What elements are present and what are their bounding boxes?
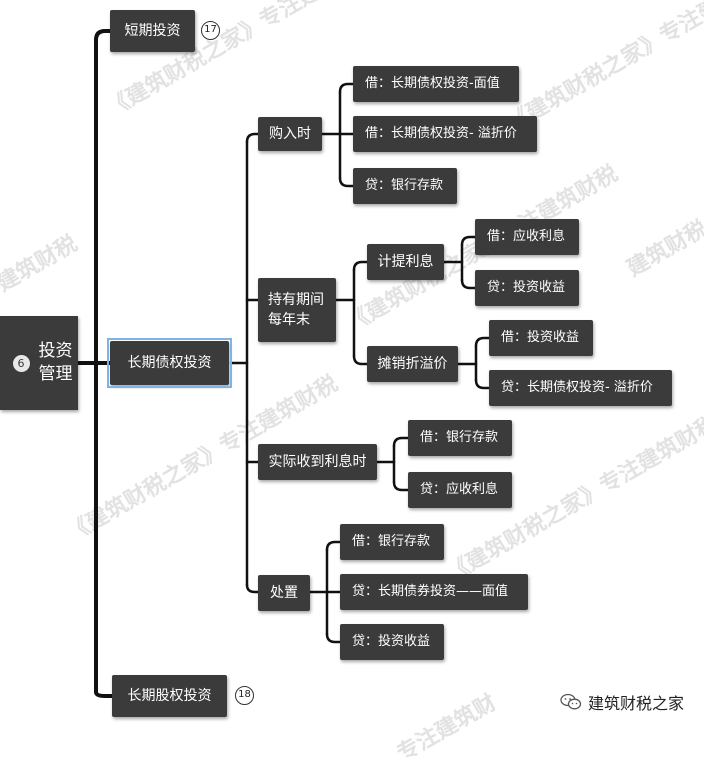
leaf-entry[interactable]: 贷：投资收益 [340,624,444,660]
node-interest-received[interactable]: 实际收到利息时 [258,444,377,480]
entry-label: 贷：投资收益 [352,634,431,649]
entry-label: 借：应收利息 [487,229,566,244]
node-label: 持有期间 每年末 [268,292,324,328]
node-disposal[interactable]: 处置 [258,575,310,611]
entry-label: 借：银行存款 [352,534,431,549]
connector-lines [76,29,491,698]
node-purchase[interactable]: 购入时 [258,117,322,151]
node-short-term-investment[interactable]: 短期投资 [110,10,195,52]
leaf-entry[interactable]: 借：银行存款 [340,524,444,560]
node-amortize-premium-discount[interactable]: 摊销折溢价 [367,346,458,382]
node-label: 实际收到利息时 [268,454,367,470]
leaf-entry[interactable]: 借：长期债权投资-面值 [353,66,519,102]
leaf-entry[interactable]: 贷：长期债权投资- 溢折价 [489,370,672,406]
brand-name: 建筑财税之家 [588,694,685,713]
node-long-term-debt-investment[interactable]: 长期债权投资 [110,341,229,385]
reference-badge[interactable]: 18 [235,686,254,705]
node-label: 长期债权投资 [127,355,212,371]
node-long-term-equity-investment[interactable]: 长期股权投资 [112,675,227,717]
reference-badge[interactable]: 17 [201,21,220,40]
leaf-entry[interactable]: 借：长期债权投资- 溢折价 [353,116,537,152]
node-accrue-interest[interactable]: 计提利息 [367,244,444,280]
entry-label: 贷：长期债券投资——面值 [352,584,509,599]
leaf-entry[interactable]: 借：应收利息 [475,219,579,255]
root-label: 投资 管理 [38,341,73,384]
node-holding-period-year-end[interactable]: 持有期间 每年末 [258,278,336,342]
leaf-entry[interactable]: 贷：应收利息 [408,472,512,508]
leaf-entry[interactable]: 贷：银行存款 [353,168,457,204]
selection-frame [107,338,232,388]
node-label: 长期股权投资 [127,688,212,704]
node-label: 处置 [270,585,298,601]
entry-label: 贷：银行存款 [365,178,444,193]
entry-label: 借：长期债权投资-面值 [365,76,500,91]
node-label: 短期投资 [124,23,181,39]
entry-label: 贷：长期债权投资- 溢折价 [501,380,653,395]
leaf-entry[interactable]: 贷：投资收益 [475,270,579,306]
leaf-entry[interactable]: 借：投资收益 [489,320,593,356]
node-label: 计提利息 [377,254,434,270]
entry-label: 借：长期债权投资- 溢折价 [365,126,517,141]
wechat-icon [560,693,582,710]
leaf-entry[interactable]: 贷：长期债券投资——面值 [340,574,528,610]
entry-label: 借：银行存款 [420,430,499,445]
entry-label: 贷：应收利息 [420,482,499,497]
node-label: 摊销折溢价 [377,356,448,372]
leaf-entry[interactable]: 借：银行存款 [408,420,512,456]
brand-label: 建筑财税之家 [560,690,684,714]
entry-label: 借：投资收益 [501,330,580,345]
entry-label: 贷：投资收益 [487,280,566,295]
child-count-badge[interactable]: 6 [12,354,30,372]
root-node-investment-management[interactable]: 6 投资 管理 [0,316,78,410]
node-label: 购入时 [269,126,311,142]
